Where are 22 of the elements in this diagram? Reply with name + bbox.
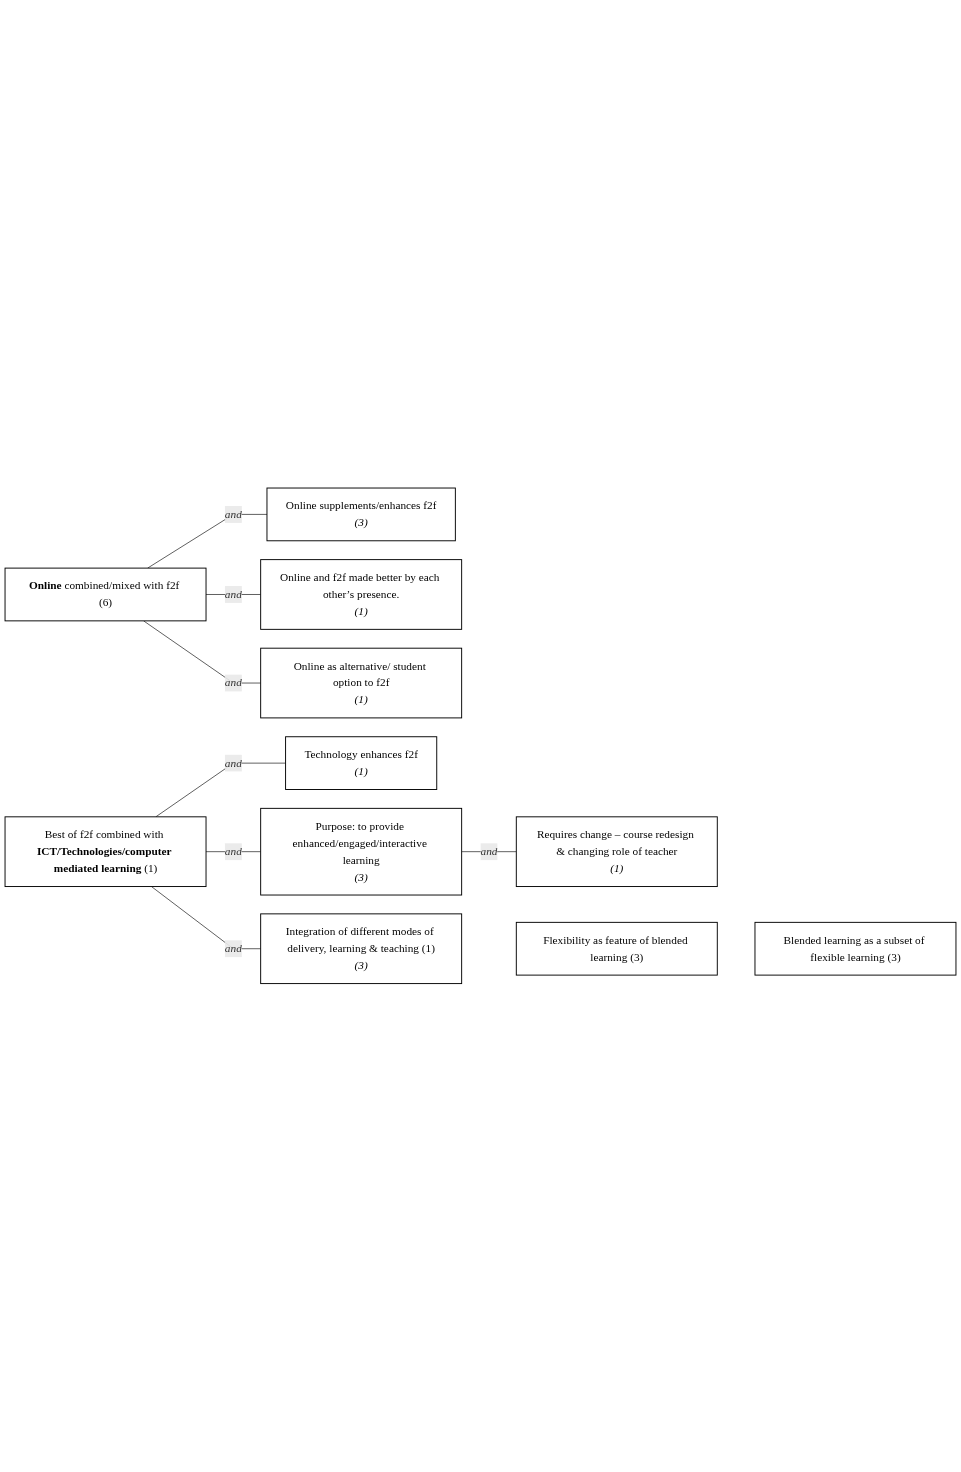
- connector: [155, 763, 286, 818]
- node-box: Technology enhances f2f (1): [285, 736, 438, 791]
- edge-label: and: [224, 942, 242, 955]
- edge-label: and: [480, 845, 498, 858]
- edge-label: and: [224, 756, 242, 770]
- node-box: Flexibility as feature of blended learning (3): [515, 922, 718, 976]
- connector: [143, 620, 261, 684]
- edge-label: and: [224, 676, 242, 690]
- edge-label: and: [224, 508, 242, 521]
- node-box: Online and f2f made better by each other’s presence. (1): [260, 559, 463, 630]
- node-box: Best of f2f combined with ICT/Technologies/computer mediated learning (1): [4, 816, 207, 888]
- connector: [147, 514, 268, 569]
- node-box: Online combined/mixed with f2f (6): [4, 567, 207, 622]
- node-box: Online as alternative/ student option to f2f (1): [260, 647, 463, 719]
- node-box: Online supplements/enhances f2f (3): [266, 487, 456, 542]
- connector: [151, 886, 261, 950]
- edge-label: and: [224, 588, 242, 601]
- node-box: Integration of different modes of delivery, learning & teaching (1) (3): [260, 913, 463, 985]
- node-box: Requires change – course redesign & changing role of teacher (1): [515, 816, 718, 888]
- node-box: Purpose: to provide enhanced/engaged/interactive learning (3): [260, 808, 463, 896]
- node-box: Blended learning as a subset of flexible learning (3): [754, 922, 957, 976]
- edge-label: and: [224, 845, 242, 858]
